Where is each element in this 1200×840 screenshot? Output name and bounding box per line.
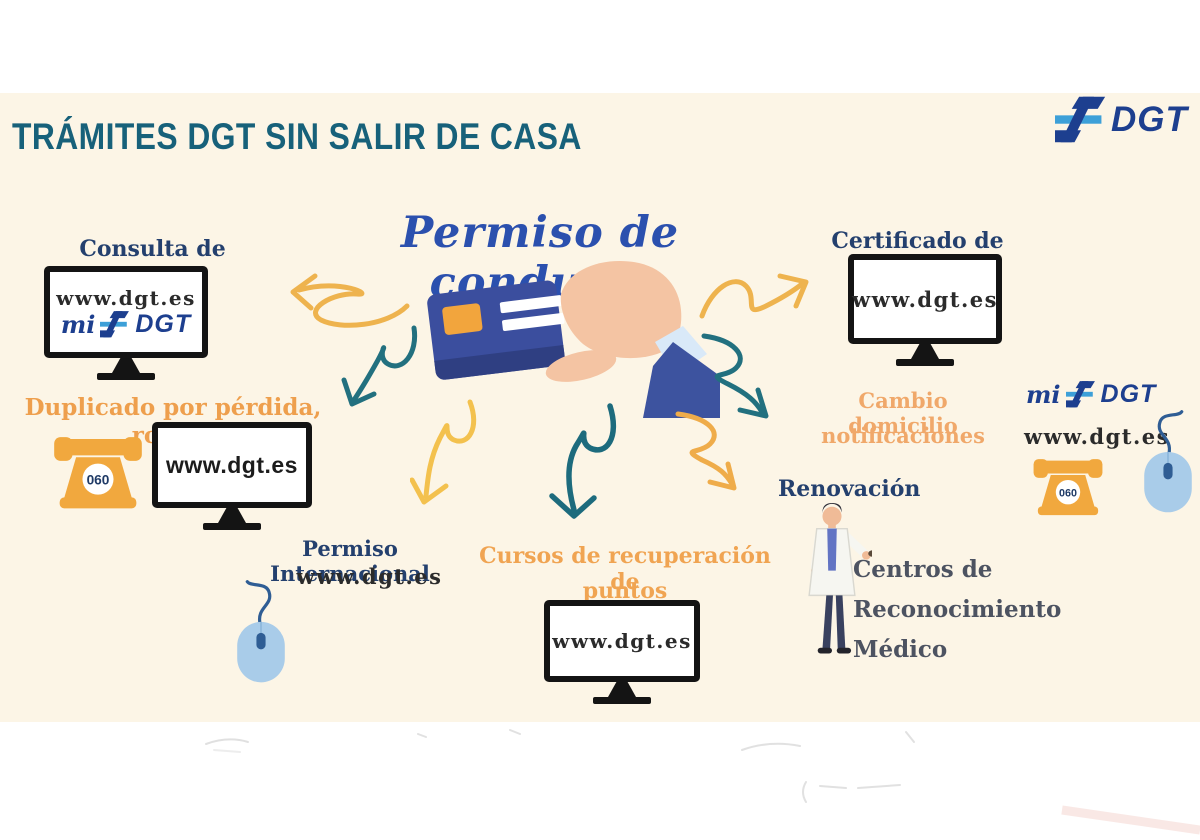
phone-060-icon-left: 060 [54, 437, 142, 509]
phone-number-text-left: 060 [87, 473, 110, 488]
url-consulta: www.dgt.es [56, 285, 196, 310]
mi-dgt-logo: mi DGT [61, 310, 191, 339]
label-cursos-line2: puntos [582, 578, 668, 604]
arrow-to-renovacion-icon [675, 411, 737, 491]
label-centros-line1: Centros de [853, 556, 993, 583]
mouse-icon-right [1144, 410, 1192, 513]
arrow-to-certificado-icon [699, 273, 809, 319]
arrow-to-consulta-icon [290, 273, 410, 328]
thumb-shape [545, 350, 617, 382]
dgt-logo-icon [1055, 96, 1106, 143]
mi-dgt-logo-icon-right [1065, 381, 1095, 408]
phone-060-icon-right: 060 [1033, 459, 1103, 516]
monitor-duplicado-icon: www.dgt.es [152, 422, 312, 530]
page-title: TRÁMITES DGT SIN SALIR DE CASA [12, 116, 582, 157]
monitor-consulta-icon: www.dgt.es mi DGT [44, 266, 208, 380]
hand-with-card-illustration [427, 261, 720, 418]
mi-text: mi [60, 309, 96, 339]
dgt-logo: DGT [1055, 96, 1188, 144]
phone-number-text-right: 060 [1059, 487, 1077, 499]
url-permiso-internacional: www.dgt.es [296, 564, 443, 589]
dgt-logo-text: DGT [1111, 100, 1188, 139]
label-centros: Centros de Reconocimiento Médico [853, 550, 1063, 670]
url-certificado: www.dgt.es [852, 286, 998, 312]
hand-shape [560, 261, 682, 359]
label-centros-line3: Médico [853, 636, 948, 663]
mi-dgt-text-right: DGT [1100, 380, 1157, 408]
label-cursos-line1: Cursos de recuperación de [479, 543, 771, 596]
faint-scribbles [205, 729, 1200, 835]
mi-text-right: mi [1026, 380, 1061, 409]
mouse-icon-left [237, 580, 285, 683]
label-renovacion: Renovación [778, 476, 921, 502]
url-duplicado: www.dgt.es [166, 451, 298, 478]
doctor-icon [808, 502, 872, 654]
sleeve-shape [643, 342, 720, 418]
monitor-cursos-icon: www.dgt.es [544, 600, 700, 704]
arrow-to-cambio-icon [701, 333, 769, 419]
arrow-to-permiso-internacional-icon [410, 399, 477, 505]
url-cambio: www.dgt.es [1024, 424, 1170, 449]
label-cambio-domicilio-line1: Cambio domicilio [848, 388, 958, 439]
mi-dgt-logo-icon [100, 310, 130, 337]
mi-dgt-logo-right: mi DGT [1026, 380, 1156, 409]
url-cursos: www.dgt.es [552, 629, 692, 653]
mi-dgt-text: DGT [135, 309, 192, 338]
arrow-to-duplicado-icon [341, 325, 418, 407]
label-centros-line2: Reconocimiento [853, 596, 1062, 623]
arrow-to-cursos-icon [549, 403, 617, 519]
label-permiso-internacional: Permiso Internacional [270, 536, 430, 587]
label-cambio-domicilio-line2: notificaciones [821, 423, 985, 448]
monitor-certificado-icon: www.dgt.es [848, 254, 1002, 366]
credit-card-icon [427, 280, 565, 380]
